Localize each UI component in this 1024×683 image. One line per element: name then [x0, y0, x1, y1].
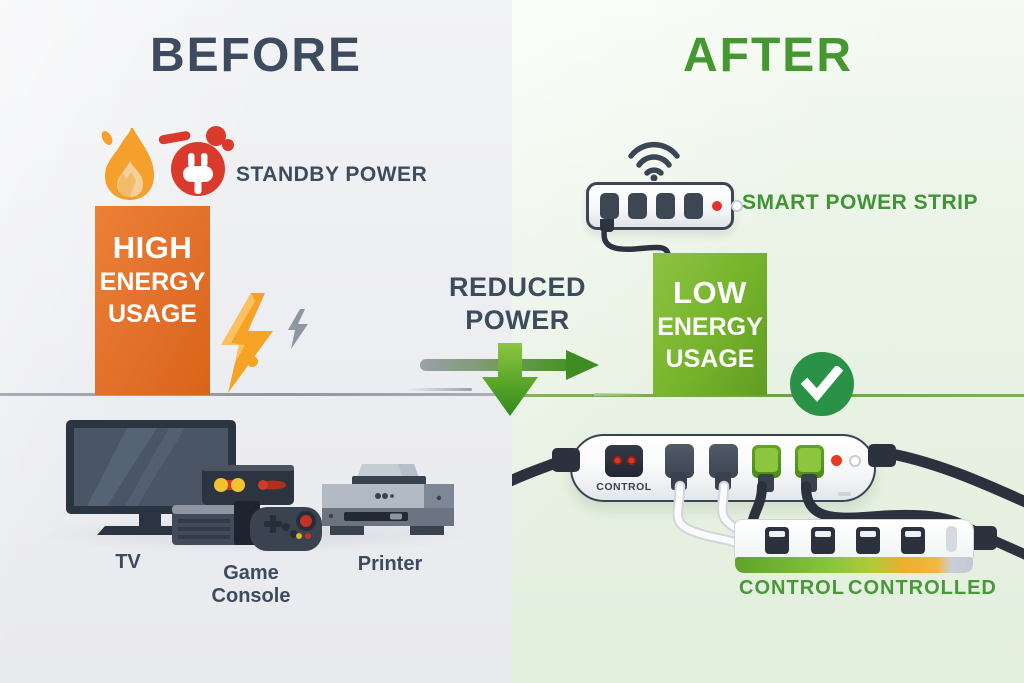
strip2-switch-1 — [765, 527, 789, 554]
high-bar-line1: HIGH — [112, 230, 193, 265]
strip2-switch-3 — [856, 527, 880, 554]
outlet-green-1 — [752, 445, 781, 478]
lightning-icon — [221, 293, 273, 393]
control-outlet-label: CONTROL — [596, 481, 652, 493]
strip2-switch-4 — [901, 527, 925, 554]
wifi-icon — [628, 141, 680, 181]
right-arrow-icon — [420, 350, 599, 380]
before-title: BEFORE — [149, 29, 362, 82]
after-title: AFTER — [683, 29, 853, 82]
smart-strip-outlet-3 — [656, 193, 675, 219]
down-arrow-icon — [482, 343, 538, 416]
strip2-switch-2 — [811, 527, 835, 554]
smart-strip-red-led — [712, 201, 722, 211]
smart-strip-outlet-1 — [600, 193, 619, 219]
control-outlet-pin-1 — [613, 456, 622, 465]
strip2-end-slot — [946, 526, 957, 552]
plug-dark-2 — [801, 474, 817, 492]
high-bar-line3: USAGE — [108, 300, 197, 329]
before-floor-line — [0, 393, 512, 396]
smart-strip-cord — [601, 220, 671, 259]
smart-strip-white-led — [731, 200, 743, 212]
control-outlet — [605, 445, 643, 477]
printer-label: Printer — [357, 553, 423, 575]
reduced-line1: REDUCED — [448, 272, 586, 302]
secondary-strip-base — [735, 557, 973, 573]
smart-strip-outlet-4 — [684, 193, 703, 219]
flame-icon — [101, 128, 155, 200]
high-energy-bar: HIGH ENERGY USAGE — [95, 206, 210, 395]
low-bar-line3: USAGE — [665, 345, 755, 374]
plug-dark-1 — [758, 474, 774, 492]
strip-red-led — [831, 455, 842, 466]
smart-power-strip-label: SMART POWER STRIP — [742, 191, 979, 214]
reduced-power-caption: REDUCED POWER — [420, 271, 615, 337]
low-bar-line1: LOW — [673, 275, 747, 310]
high-bar-line2: ENERGY — [99, 267, 206, 296]
small-lightning-icon — [288, 309, 308, 349]
smart-strip-outlet-2 — [628, 193, 647, 219]
legend-control-label: CONTROL — [739, 577, 845, 599]
strip-highlight-dash — [838, 492, 851, 496]
printer-illustration — [322, 464, 454, 535]
outlet-green-2 — [795, 445, 824, 478]
game-console-illustration — [172, 465, 322, 551]
game-console-label: Game Console — [211, 562, 291, 607]
low-bar-line2: ENERGY — [657, 312, 763, 341]
standby-power-label: STANDBY POWER — [236, 163, 428, 186]
tv-label: TV — [115, 551, 141, 573]
speed-line-left — [406, 388, 472, 391]
smart-power-strip-icon — [586, 182, 743, 230]
main-power-strip: CONTROL — [570, 434, 876, 502]
plug-white-1 — [671, 472, 687, 490]
spark-dot — [247, 356, 258, 367]
reduced-line2: POWER — [465, 304, 570, 335]
check-icon — [790, 352, 854, 416]
low-energy-bar: LOW ENERGY USAGE — [653, 253, 767, 395]
control-outlet-pin-2 — [627, 456, 636, 465]
standby-plug-icon — [158, 126, 234, 196]
plug-white-2 — [715, 472, 731, 490]
after-floor-line — [512, 394, 1024, 397]
legend-controlled-label: CONTROLLED — [848, 577, 997, 599]
secondary-power-strip — [735, 520, 973, 573]
speed-line-right — [594, 393, 646, 396]
strip-white-led — [849, 455, 861, 467]
